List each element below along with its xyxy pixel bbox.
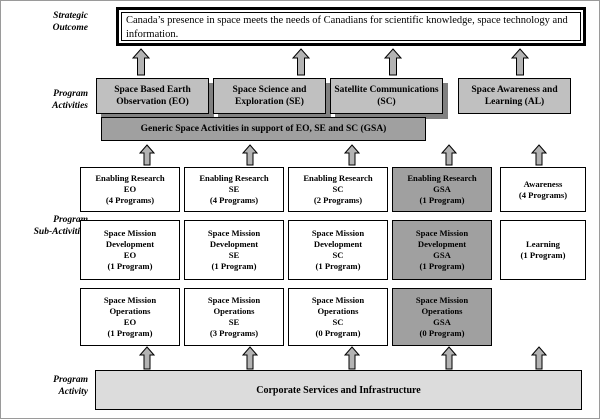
sub-activity-enabling-research-eo[interactable]: Enabling Research EO (4 Programs) [80,167,180,212]
corporate-services-box[interactable]: Corporate Services and Infrastructure [95,370,582,410]
gsa-band[interactable]: Generic Space Activities in support of E… [101,117,426,141]
arrow-up-icon [139,346,155,370]
arrow-up-icon [242,346,258,370]
arrow-up-icon [531,346,547,370]
arrow-up-icon [344,346,360,370]
sub-activity-space-mission-operations-sc[interactable]: Space Mission Operations SC (0 Program) [288,288,388,346]
sub-activity-learning[interactable]: Learning (1 Program) [500,220,586,280]
sub-activity-space-mission-development-gsa[interactable]: Space Mission Development GSA (1 Program… [392,220,492,280]
arrow-up-icon [344,144,360,166]
sub-activity-enabling-research-sc[interactable]: Enabling Research SC (2 Programs) [288,167,388,212]
program-activity-eo[interactable]: Space Based Earth Observation (EO) [96,78,209,114]
row-label-line1: Program [53,375,88,385]
row-label-line1: Program [53,215,88,225]
arrow-up-icon [511,48,529,76]
row-label-line2: Outcome [52,23,88,33]
arrow-up-icon [132,48,150,76]
sub-activity-space-mission-development-eo[interactable]: Space Mission Development EO (1 Program) [80,220,180,280]
arrow-up-icon [292,48,310,76]
program-activity-al[interactable]: Space Awareness and Learning (AL) [458,78,571,114]
sub-activity-space-mission-operations-eo[interactable]: Space Mission Operations EO (1 Program) [80,288,180,346]
row-label-line1: Program [53,89,88,99]
sub-activity-space-mission-operations-se[interactable]: Space Mission Operations SE (3 Programs) [184,288,284,346]
arrow-up-icon [242,144,258,166]
row-label-program-activity: Program Activity [10,374,88,398]
sub-activity-awareness[interactable]: Awareness (4 Programs) [500,167,586,212]
row-label-program-activities: Program Activities [10,88,88,112]
row-label-program-sub-activities: Program Sub-Activities [2,214,88,238]
strategic-outcome-box: Canada’s presence in space meets the nee… [116,7,586,46]
row-label-line2: Activities [52,101,88,111]
sub-activity-enabling-research-gsa[interactable]: Enabling Research GSA (1 Program) [392,167,492,212]
strategic-outcome-text: Canada’s presence in space meets the nee… [126,15,568,40]
row-label-strategic-outcome: Strategic Outcome [10,10,88,34]
row-label-line1: Strategic [53,11,88,21]
program-activity-sc[interactable]: Satellite Communications (SC) [330,78,443,114]
sub-activity-space-mission-operations-gsa[interactable]: Space Mission Operations GSA (0 Program) [392,288,492,346]
sub-activity-enabling-research-se[interactable]: Enabling Research SE (4 Programs) [184,167,284,212]
arrow-up-icon [441,144,457,166]
arrow-up-icon [384,48,402,76]
arrow-up-icon [531,144,547,166]
program-activity-se[interactable]: Space Science and Exploration (SE) [213,78,326,114]
row-label-line2: Sub-Activities [33,227,88,237]
row-label-line2: Activity [58,387,88,397]
arrow-up-icon [139,144,155,166]
arrow-up-icon [441,346,457,370]
sub-activity-space-mission-development-sc[interactable]: Space Mission Development SC (1 Program) [288,220,388,280]
sub-activity-space-mission-development-se[interactable]: Space Mission Development SE (1 Program) [184,220,284,280]
